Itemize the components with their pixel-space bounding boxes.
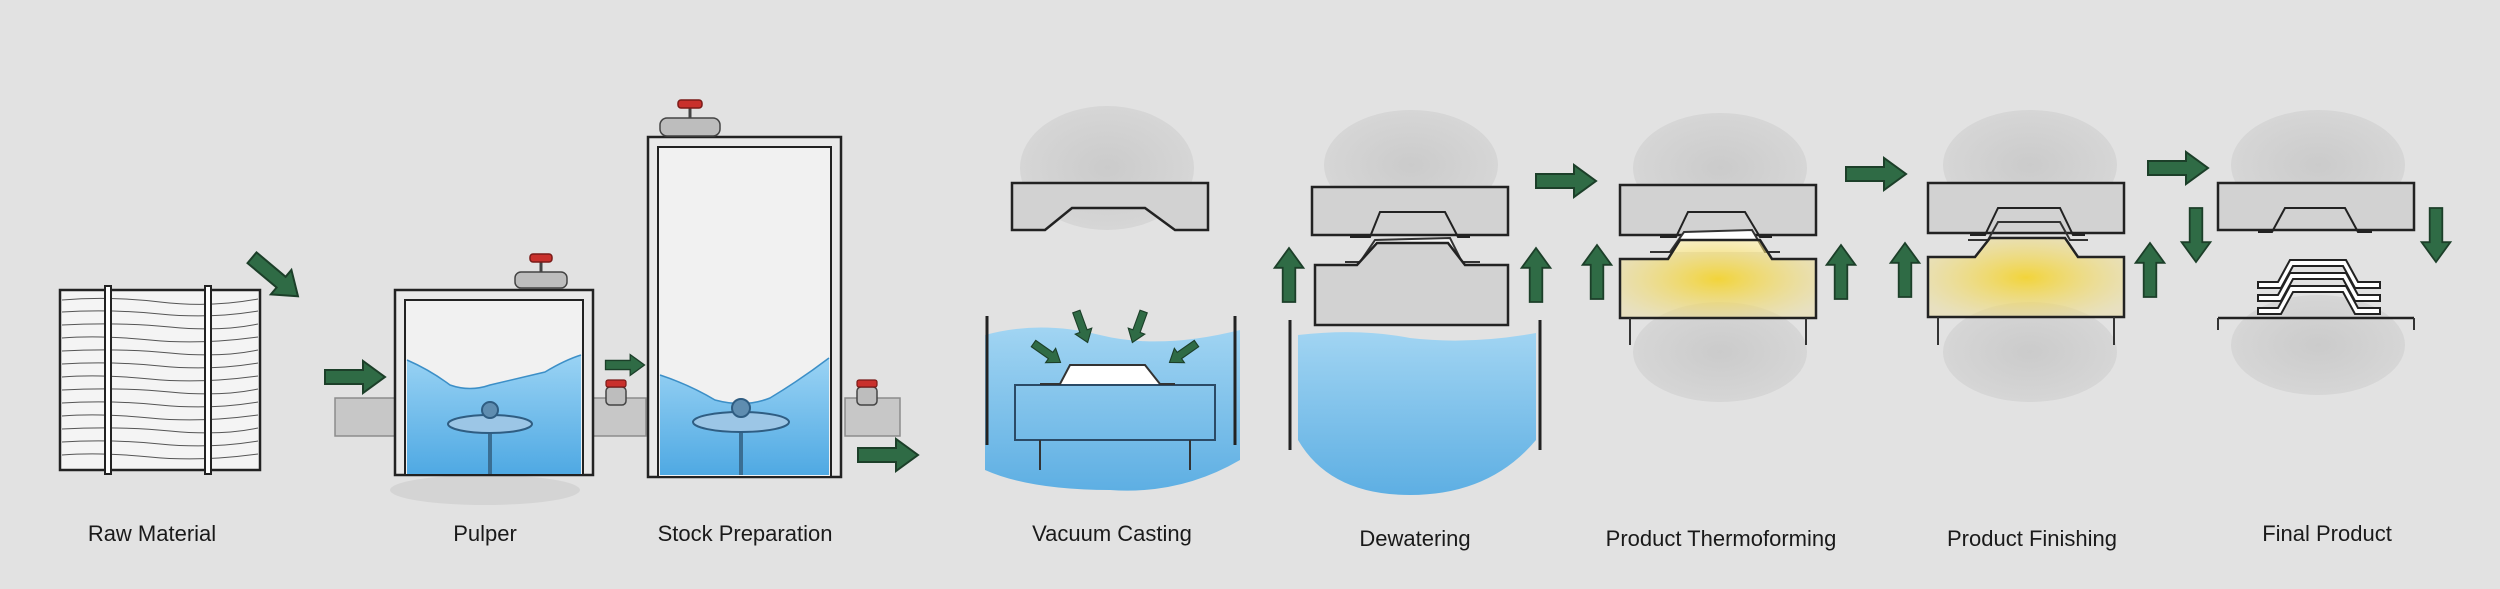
flow-arrow-icon [1535, 164, 1597, 198]
stage-label-product-finishing: Product Finishing [1947, 526, 2117, 551]
paper-stack-icon [58, 285, 262, 475]
flow-arrow-icon [2147, 151, 2209, 185]
pipe-valve-icon [605, 379, 627, 406]
flow-arrow-icon [857, 438, 919, 472]
stage-label-product-thermoforming: Product Thermoforming [1605, 526, 1837, 551]
flow-arrow-icon [1845, 157, 1907, 191]
final-product-unit [2180, 110, 2452, 395]
pulper-tank [390, 253, 595, 505]
dewatering-unit [1273, 110, 1552, 495]
stage-label-final-product: Final Product [2262, 521, 2392, 546]
flow-arrow-icon [324, 360, 386, 394]
finishing-unit [1889, 110, 2166, 402]
stage-label-pulper: Pulper [453, 521, 517, 546]
thermoforming-unit [1581, 113, 1857, 402]
stage-label-vacuum-casting: Vacuum Casting [1032, 521, 1192, 546]
vacuum-casting-unit [985, 106, 1240, 491]
stage-label-dewatering: Dewatering [1359, 526, 1471, 551]
stock-preparation-tank [646, 99, 843, 479]
stage-label-stock-preparation: Stock Preparation [657, 521, 833, 546]
stage-label-raw-material: Raw Material [87, 521, 217, 546]
flow-arrow-icon [604, 353, 646, 377]
pipe-valve-icon [856, 379, 878, 406]
